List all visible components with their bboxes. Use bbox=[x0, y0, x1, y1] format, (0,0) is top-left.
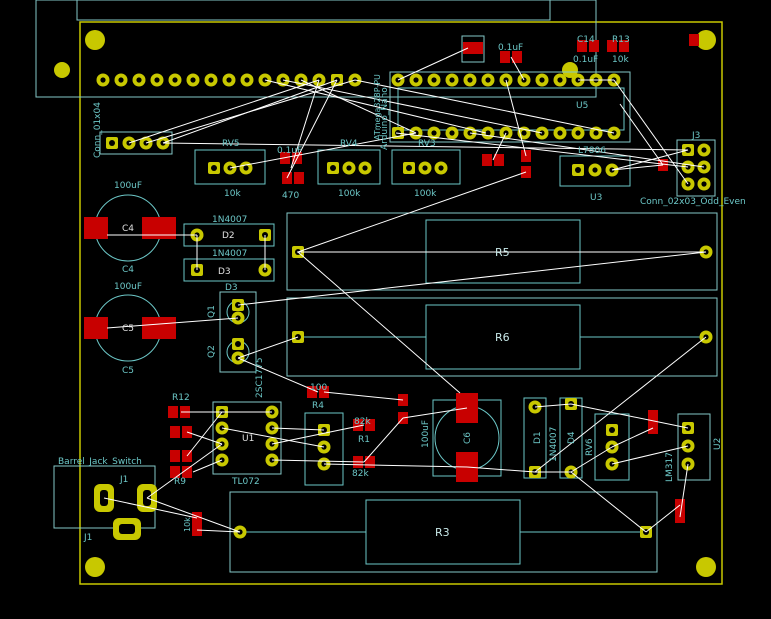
c5-footprint[interactable] bbox=[84, 294, 176, 362]
u3-pins[interactable] bbox=[572, 163, 619, 177]
c4-footprint[interactable] bbox=[84, 194, 176, 262]
board-outline bbox=[79, 21, 723, 585]
rv5-ref: RV5 bbox=[222, 139, 240, 149]
mounting-holes bbox=[54, 30, 716, 577]
c4-val: 100uF bbox=[114, 181, 142, 191]
rv3-ref: RV3 bbox=[418, 139, 436, 149]
conn-left-label: Conn_01x04 bbox=[93, 102, 103, 158]
d1-val: 1N4007 bbox=[549, 427, 559, 462]
rv6-ref: RV6 bbox=[585, 438, 595, 456]
u5-outline bbox=[389, 71, 631, 143]
r12-ref: R12 bbox=[172, 393, 190, 403]
rv5-val: 10k bbox=[224, 189, 241, 199]
rv4-pins[interactable] bbox=[327, 161, 372, 175]
d3-ref-bottom: D3 bbox=[225, 283, 238, 293]
arduino-inner bbox=[76, 0, 551, 21]
q1-pins[interactable] bbox=[226, 299, 250, 325]
rv3-pins[interactable] bbox=[403, 161, 448, 175]
d3-pins[interactable] bbox=[191, 263, 272, 277]
c-small-val: 0.1uF bbox=[277, 146, 302, 156]
u2-ref: U2 bbox=[713, 438, 723, 450]
d3-outline bbox=[183, 258, 275, 282]
u3-ref: U3 bbox=[590, 193, 602, 203]
j1-val: Barrel_Jack_Switch bbox=[58, 457, 142, 467]
q2-pins[interactable] bbox=[226, 338, 250, 365]
d2-val: 1N4007 bbox=[212, 215, 247, 225]
rv1-pins[interactable] bbox=[317, 424, 331, 471]
arduino-label: Arduino_Nano bbox=[380, 87, 390, 150]
j1-ref-bottom: J1 bbox=[83, 533, 92, 543]
c5-ref: C5 bbox=[122, 324, 134, 334]
r3-label: R3 bbox=[435, 526, 450, 539]
c4-ref-bottom: C4 bbox=[122, 265, 134, 275]
c6-val: 100uF bbox=[421, 420, 431, 448]
rv3-outline bbox=[391, 149, 461, 185]
q1-ref: Q1 bbox=[207, 305, 217, 318]
arduino-header-pins[interactable] bbox=[96, 73, 362, 87]
ratsnest bbox=[103, 47, 707, 533]
rv3-val: 100k bbox=[414, 189, 437, 199]
r6-label: R6 bbox=[495, 331, 510, 344]
d3-val: 1N4007 bbox=[212, 249, 247, 259]
rv6-outline bbox=[594, 413, 630, 481]
r9-ref: R9 bbox=[174, 477, 186, 487]
c14-ref: C14 bbox=[577, 35, 595, 45]
rv1-outline bbox=[304, 412, 344, 486]
u1-outline bbox=[212, 401, 282, 475]
q-val: 2SC1775 bbox=[255, 357, 265, 398]
rv5-outline bbox=[194, 149, 266, 185]
u1-val: TL072 bbox=[231, 477, 260, 487]
c6-ref: C6 bbox=[463, 432, 473, 444]
j1-pins[interactable] bbox=[94, 484, 157, 540]
u5-ref: U5 bbox=[576, 101, 588, 111]
c4-ref: C4 bbox=[122, 224, 134, 234]
r8-val: 470 bbox=[282, 191, 299, 201]
rv4-ref: RV4 bbox=[340, 139, 358, 149]
r4-val: 100 bbox=[310, 383, 327, 393]
d1-ref: D1 bbox=[533, 431, 543, 444]
d3-ref: D3 bbox=[218, 267, 231, 277]
r5-label: R5 bbox=[495, 246, 510, 259]
r4-ref: R4 bbox=[312, 401, 324, 411]
j1-ref: J1 bbox=[119, 475, 128, 485]
c5-val: 100uF bbox=[114, 282, 142, 292]
r2-val: 82k bbox=[352, 469, 369, 479]
c14-val: 0.1uF bbox=[573, 55, 598, 65]
c-top-val: 0.1uF bbox=[498, 43, 523, 53]
j3-ref: J3 bbox=[691, 131, 700, 141]
d1-outline bbox=[523, 397, 547, 479]
top-smd-parts[interactable] bbox=[461, 34, 699, 63]
c5-ref-bottom: C5 bbox=[122, 366, 134, 376]
q2-ref: Q2 bbox=[207, 345, 217, 358]
q-outline bbox=[219, 291, 257, 373]
r6-outline bbox=[286, 297, 718, 377]
r1-ref: R1 bbox=[358, 435, 370, 445]
j3-value: Conn_02x03_Odd_Even bbox=[640, 197, 746, 207]
u1-ref: U1 bbox=[242, 434, 254, 444]
u2-val: LM317 bbox=[665, 452, 675, 482]
u3-val: L7806 bbox=[578, 146, 606, 156]
d2-ref: D2 bbox=[222, 231, 235, 241]
rv4-val: 100k bbox=[338, 189, 361, 199]
u5-val: ATmega328P-PU bbox=[373, 74, 382, 140]
r5-outline bbox=[286, 212, 718, 291]
r1-val: 82k bbox=[354, 417, 371, 427]
rv4-outline bbox=[317, 149, 381, 185]
d4-ref: D4 bbox=[567, 431, 577, 444]
r13-val: 10k bbox=[612, 55, 629, 65]
u5-body bbox=[397, 87, 625, 131]
r10-val: 10k bbox=[183, 517, 192, 532]
r13-ref: R13 bbox=[612, 35, 630, 45]
u2-outline bbox=[677, 413, 711, 481]
